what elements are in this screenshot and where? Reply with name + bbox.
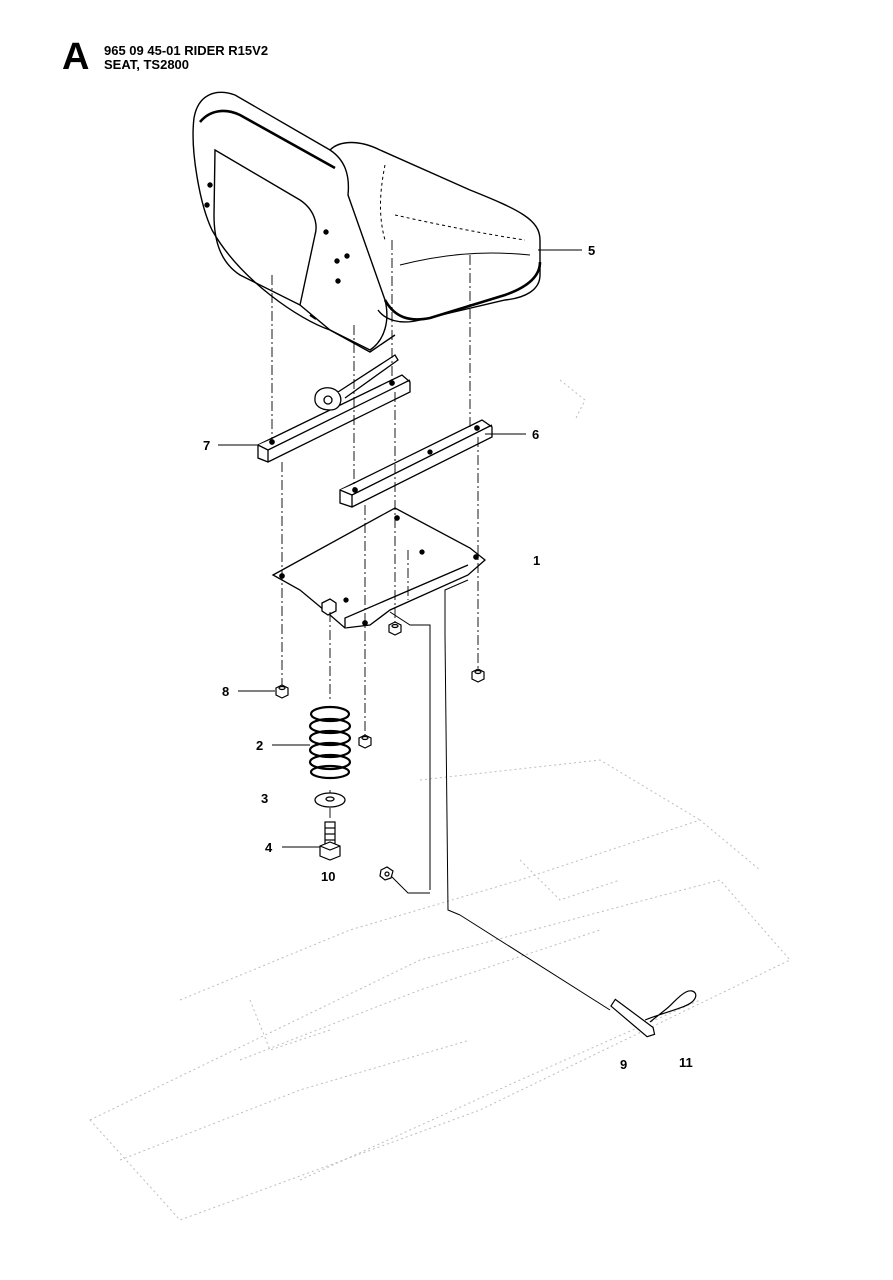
callout-11: 11	[679, 1055, 693, 1070]
nut-8-mid	[358, 734, 372, 749]
spring	[308, 705, 352, 780]
callout-leaders	[218, 249, 582, 848]
slide-rail-left	[257, 354, 411, 463]
seat	[192, 91, 542, 353]
callout-5: 5	[588, 243, 595, 258]
assembly-lines	[271, 240, 479, 820]
callout-4: 4	[265, 840, 273, 855]
nut-8-left	[275, 684, 289, 699]
part-number-line: 965 09 45-01 RIDER R15V2	[104, 43, 269, 58]
callout-10: 10	[321, 869, 335, 884]
seat-plate	[271, 507, 487, 629]
callouts: 5 6 7 1 8 2 3 4 10 9 11	[203, 243, 693, 1072]
nut-8-plate	[388, 621, 402, 636]
hinge-pin	[610, 998, 656, 1038]
bolt	[319, 821, 341, 861]
callout-8: 8	[222, 684, 229, 699]
slide-rail-right	[339, 419, 493, 508]
pin-assembly-lines	[389, 579, 611, 1011]
callout-2: 2	[256, 738, 263, 753]
nut-8-right	[471, 668, 485, 683]
section-letter: A	[62, 36, 90, 78]
nuts	[275, 621, 485, 749]
callout-7: 7	[203, 438, 210, 453]
small-washer	[379, 866, 394, 881]
washer	[314, 792, 346, 808]
mower-chassis-ghost	[89, 379, 791, 1221]
callout-1: 1	[533, 553, 540, 568]
callout-3: 3	[261, 791, 268, 806]
assembly-title: SEAT, TS2800	[104, 57, 190, 72]
r-clip	[644, 990, 697, 1023]
callout-6: 6	[532, 427, 539, 442]
callout-9: 9	[620, 1057, 627, 1072]
